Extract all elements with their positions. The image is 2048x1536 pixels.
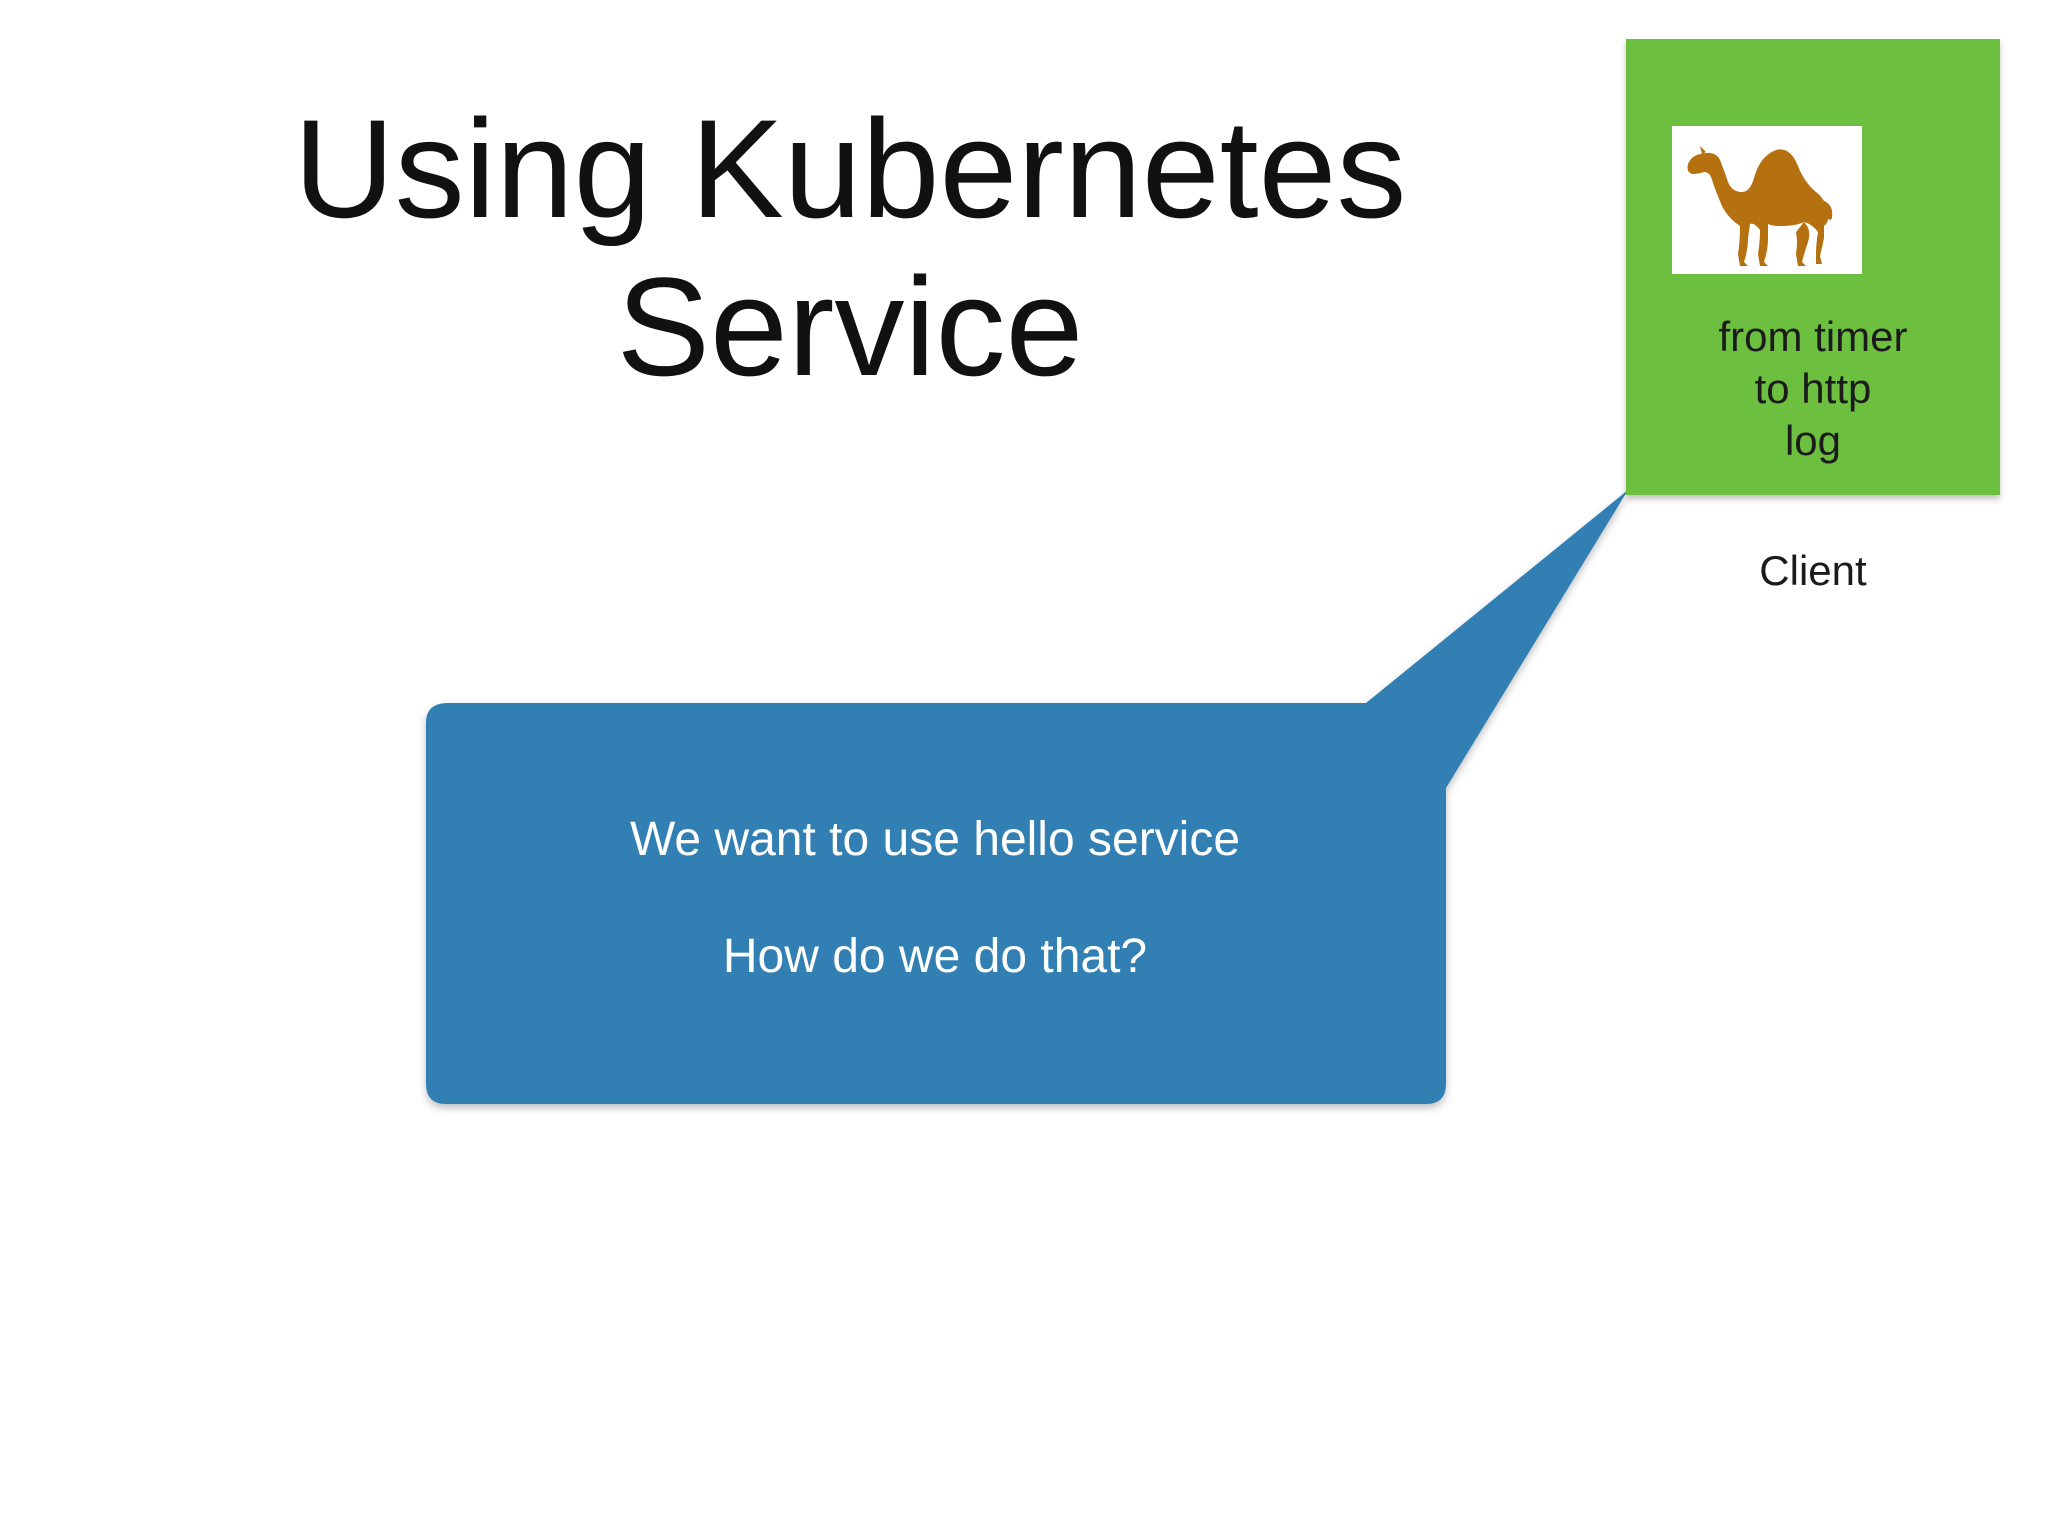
- speech-callout-line-2: How do we do that?: [722, 930, 1148, 983]
- client-route-line-3: log: [1784, 417, 1842, 464]
- camel-icon: [1672, 126, 1862, 274]
- slide-title-line-1: Using Kubernetes: [293, 90, 1407, 247]
- speech-callout-bubble: [426, 490, 1628, 1104]
- client-route-text: from timer to http log: [1626, 311, 2000, 467]
- client-label: Client: [1759, 547, 1867, 594]
- speech-callout-line-1: We want to use hello service: [629, 813, 1241, 866]
- slide-title: Using Kubernetes Service: [180, 90, 1520, 406]
- client-route-line-1: from timer: [1718, 313, 1908, 360]
- client-box: from timer to http log: [1626, 39, 2000, 495]
- speech-callout-text: We want to use hello service How do we d…: [426, 810, 1444, 987]
- client-route-line-2: to http: [1754, 365, 1872, 412]
- slide-title-line-2: Service: [616, 248, 1084, 405]
